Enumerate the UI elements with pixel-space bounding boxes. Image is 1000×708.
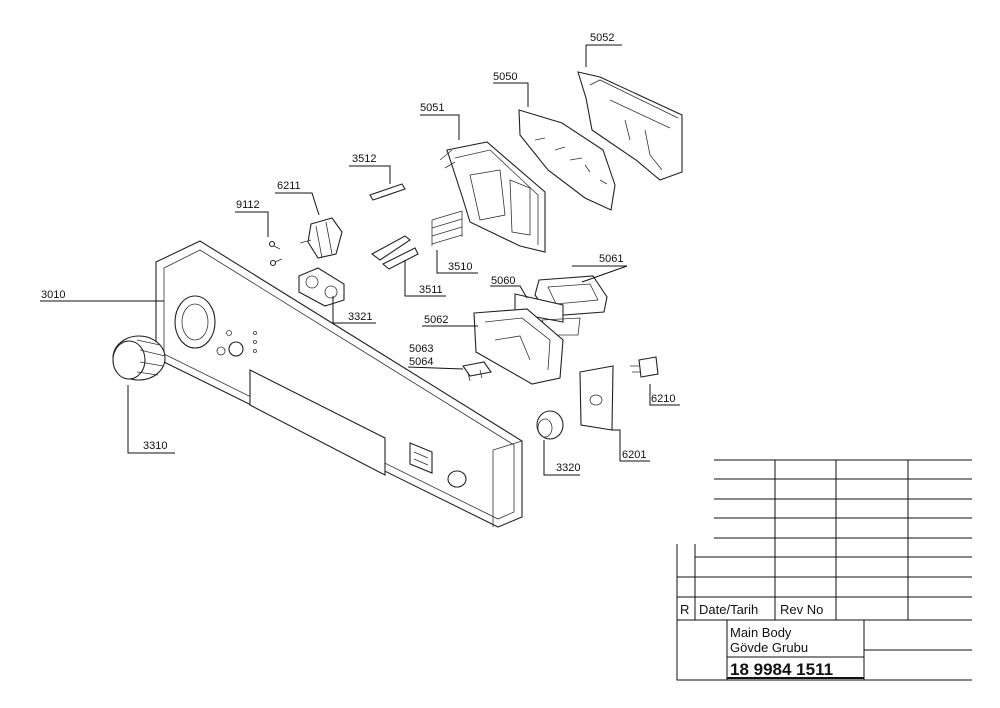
part-5063-5064-small-parts	[462, 361, 492, 382]
drawing-title-en: Main Body	[730, 625, 792, 640]
label-3320: 3320	[556, 462, 580, 474]
label-6211: 6211	[277, 180, 301, 192]
rev-header-revno: Rev No	[780, 602, 823, 617]
part-5050-pcb	[518, 109, 616, 211]
part-6211-switch	[299, 217, 343, 259]
drawing-title-tr: Gövde Grubu	[730, 640, 808, 655]
label-3321: 3321	[348, 311, 372, 323]
label-3512: 3512	[352, 153, 376, 165]
label-5064: 5064	[409, 356, 433, 368]
part-5051-frame	[439, 141, 546, 253]
part-3320-knob	[536, 410, 564, 440]
leader-lines	[40, 44, 680, 476]
rev-header-r: R	[680, 602, 689, 617]
part-6201-display-cover	[579, 365, 614, 431]
label-5060: 5060	[491, 275, 515, 287]
label-5063: 5063	[409, 343, 433, 355]
label-5050: 5050	[493, 71, 517, 83]
label-3310: 3310	[143, 440, 167, 452]
part-3010-control-panel	[155, 240, 523, 528]
part-labels: 5052 5050 5051 3512 6211 9112 3010 3321 …	[41, 32, 675, 474]
label-3510: 3510	[448, 261, 472, 273]
label-6201: 6201	[622, 449, 646, 461]
part-3511-lever	[370, 235, 419, 270]
part-3321-button	[298, 267, 345, 307]
label-9112: 9112	[236, 199, 260, 211]
label-5062: 5062	[424, 314, 448, 326]
part-6210-switch	[630, 356, 659, 378]
part-5052-cover	[577, 71, 683, 181]
rev-header-date: Date/Tarih	[699, 602, 758, 617]
part-9112-screws	[268, 240, 283, 267]
label-5052: 5052	[590, 32, 614, 44]
label-5051: 5051	[420, 102, 444, 114]
label-3511: 3511	[419, 284, 443, 296]
label-3010: 3010	[41, 289, 65, 301]
label-6210: 6210	[651, 393, 675, 405]
part-5062-housing	[473, 308, 564, 385]
part-3510-light-pipes	[431, 210, 463, 246]
part-3512-bar	[369, 183, 406, 201]
drawing-number: 18 9984 1511	[730, 660, 833, 679]
label-5061: 5061	[599, 253, 623, 265]
title-block: R Date/Tarih Rev No Main Body Gövde Grub…	[676, 459, 972, 681]
part-3310-knob	[112, 335, 166, 381]
